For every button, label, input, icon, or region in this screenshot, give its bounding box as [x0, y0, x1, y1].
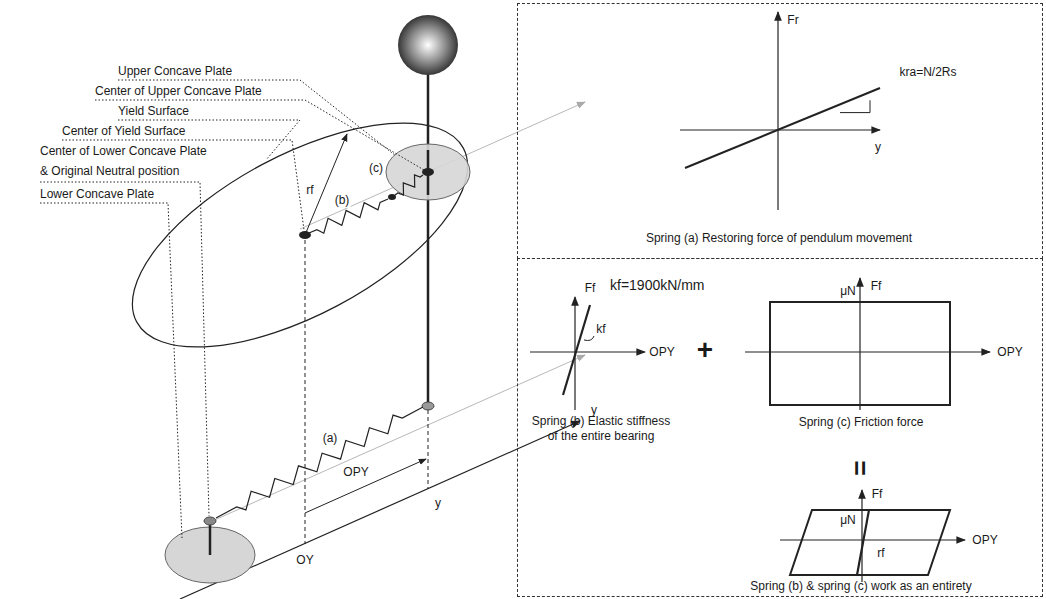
part-label: (b) — [334, 192, 351, 208]
part-label: Ff — [871, 279, 882, 294]
panel-caption: Spring (a) Restoring force of pendulum m… — [646, 231, 912, 246]
part-label: y — [875, 140, 881, 155]
part-label: kf=1900kN/mm — [610, 276, 705, 294]
spring-c-plot — [745, 278, 990, 410]
leader-line — [40, 80, 424, 538]
spring-symbol — [216, 407, 423, 518]
part-label: (a) — [322, 430, 339, 446]
spring-group — [216, 175, 423, 518]
lower-center-dot — [204, 517, 216, 525]
part-label: OY — [295, 552, 314, 568]
upper-concave-plate — [386, 144, 470, 200]
combined-plot — [780, 490, 965, 582]
panel-caption: Spring (c) Friction force — [799, 415, 924, 430]
opy-arrow — [305, 459, 426, 513]
lower-post — [209, 522, 212, 555]
pendulum-mass — [398, 15, 458, 75]
part-label: (c) — [368, 160, 384, 176]
pendulum-rod — [427, 74, 430, 406]
panel-caption: Spring (b) & spring (c) work as an entir… — [750, 579, 971, 594]
spring-symbol — [395, 175, 423, 195]
part-label: OPY — [649, 345, 674, 360]
dashed-panel: Spring (b) Elastic stiffness of the enti… — [517, 258, 1043, 597]
rf-arrow — [305, 134, 347, 235]
upper-center-dot — [422, 168, 434, 176]
part-label: rf — [877, 546, 884, 561]
guide-line — [210, 102, 585, 522]
part-label: Ff — [872, 487, 883, 502]
spring-joint — [388, 194, 396, 200]
part-label: OPY — [972, 533, 997, 548]
part-label: y — [591, 403, 597, 418]
part-label: + — [697, 334, 713, 366]
part-label: μN — [840, 513, 856, 528]
part-label: Fr — [787, 13, 798, 28]
part-label: Upper Concave Plate — [118, 64, 232, 79]
part-label: y — [434, 495, 442, 511]
part-label: μN — [840, 284, 856, 299]
part-label: Center of Upper Concave Plate — [95, 84, 262, 99]
spring-a-plot — [680, 12, 880, 210]
part-label: Lower Concave Plate — [40, 187, 154, 202]
part-label: kf — [596, 322, 605, 337]
spring-b-plot — [530, 297, 645, 410]
part-label: Center of Yield Surface — [62, 124, 185, 139]
part-label: Yield Surface — [118, 104, 189, 119]
panel-caption: Spring (b) Elastic stiffness of the enti… — [526, 414, 676, 444]
part-label: kra=N/2Rs — [899, 65, 956, 80]
projection-line — [305, 240, 428, 544]
dashed-panel: Spring (a) Restoring force of pendulum m… — [517, 3, 1043, 259]
rod-base-dot — [422, 402, 434, 410]
part-label: OPY — [342, 464, 369, 480]
part-label: OPY — [997, 345, 1022, 360]
part-label: = — [845, 460, 875, 475]
part-label: Ff — [585, 281, 596, 296]
part-label: Center of Lower Concave Plate & Original… — [40, 141, 215, 181]
part-label: rf — [305, 182, 314, 198]
